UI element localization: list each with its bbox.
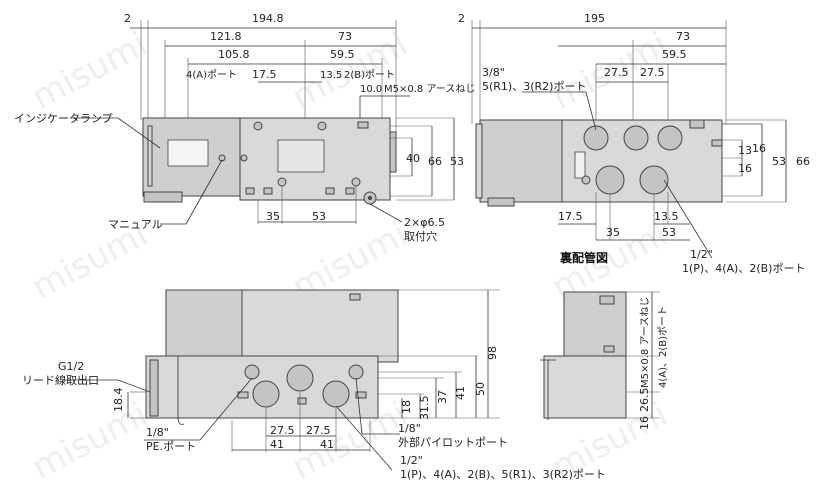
dim-2-rear: 2 (458, 12, 465, 25)
label-earth-screw: M5×0.8 アースねじ (384, 83, 475, 95)
dim-13-rear: 13 (738, 144, 752, 157)
label-port-2b: 2(B)ポート (344, 69, 395, 81)
dim-13-5-rear: 13.5 (654, 210, 679, 223)
label-pe-port: PE.ポート (146, 440, 196, 453)
dim-26-5: 26.5 (638, 388, 651, 413)
dim-17-5: 17.5 (252, 68, 277, 81)
dim-16-rear: 16 (752, 142, 766, 155)
dim-41a-front: 41 (270, 438, 284, 451)
dim-98: 98 (486, 346, 499, 360)
dim-41-front: 41 (454, 386, 467, 400)
label-g1-2: G1/2 (58, 360, 84, 373)
label-1-8-ext: 1/8" (398, 422, 421, 435)
dim-105-8: 105.8 (218, 48, 250, 61)
label-side-ports: 4(A)、2(B)ポート (657, 306, 669, 388)
dim-17-5-rear: 17.5 (558, 210, 583, 223)
rear-piping-view: 2 195 73 59.5 27.5 27.5 3/8" 5(R1)、3(R2)… (458, 12, 810, 275)
dim-37: 37 (436, 390, 449, 404)
dim-66-rear: 66 (796, 155, 810, 168)
label-1-2: 1/2" (690, 248, 713, 261)
dim-121-8: 121.8 (210, 30, 242, 43)
dim-50: 50 (474, 382, 487, 396)
dim-16b-rear: 16 (738, 162, 752, 175)
label-1-8-pe: 1/8" (146, 426, 169, 439)
dim-27-5a-front: 27.5 (270, 424, 295, 437)
dim-194-8: 194.8 (252, 12, 284, 25)
dim-2: 2 (124, 12, 131, 25)
dim-18-front: 18 (400, 400, 413, 414)
title-rear-piping: 裏配管図 (559, 250, 608, 265)
label-r-ports: 5(R1)、3(R2)ポート (482, 80, 586, 93)
dim-53b: 53 (312, 210, 326, 223)
label-1-2-all: 1/2" (400, 454, 423, 467)
dim-40: 40 (406, 152, 420, 165)
front-view: G1/2 リード線取出口 18.4 98 18 31.5 37 41 50 27… (22, 289, 606, 481)
dim-59-5-rear: 59.5 (662, 48, 687, 61)
label-pab-ports: 1(P)、4(A)、2(B)ポート (682, 262, 805, 275)
dim-10-0: 10.0 (360, 84, 382, 95)
label-lead-outlet: リード線取出口 (22, 373, 99, 387)
dim-13-5: 13.5 (320, 70, 342, 81)
side-view: 16 26.5 M5×0.8 アースねじ 4(A)、2(B)ポート (540, 291, 669, 430)
dim-73: 73 (338, 30, 352, 43)
dim-59-5: 59.5 (330, 48, 355, 61)
top-view: 2 194.8 73 121.8 59.5 105.8 4(A)ポート 17.5… (14, 12, 475, 243)
dim-35: 35 (266, 210, 280, 223)
dim-195: 195 (584, 12, 605, 25)
label-ext-pilot: 外部パイロットポート (398, 435, 508, 449)
dim-53b-rear: 53 (662, 226, 676, 239)
dim-27-5b-rear: 27.5 (640, 66, 665, 79)
svg-text:misumi: misumi (25, 24, 154, 118)
label-3-8: 3/8" (482, 66, 505, 79)
label-mount-hole-2: 取付穴 (404, 229, 437, 243)
label-side-earth-screw: M5×0.8 アースねじ (639, 297, 651, 388)
dim-27-5b-front: 27.5 (306, 424, 331, 437)
dim-31-5: 31.5 (418, 396, 431, 421)
dim-41b-front: 41 (320, 438, 334, 451)
dim-27-5a-rear: 27.5 (604, 66, 629, 79)
label-all-ports: 1(P)、4(A)、2(B)、5(R1)、3(R2)ポート (400, 468, 606, 481)
svg-text:misumi: misumi (25, 394, 154, 488)
dim-53: 53 (450, 155, 464, 168)
dim-66: 66 (428, 155, 442, 168)
dim-35-rear: 35 (606, 226, 620, 239)
dim-53-rear: 53 (772, 155, 786, 168)
label-port-4a: 4(A)ポート (186, 69, 237, 81)
label-indicator-lamp: インジケータランプ (14, 112, 113, 125)
dim-16-side: 16 (638, 416, 651, 430)
dim-73-rear: 73 (676, 30, 690, 43)
label-manual: マニュアル (108, 218, 163, 231)
dim-18-4: 18.4 (112, 388, 125, 413)
label-mount-hole: 2×φ6.5 (404, 216, 445, 229)
